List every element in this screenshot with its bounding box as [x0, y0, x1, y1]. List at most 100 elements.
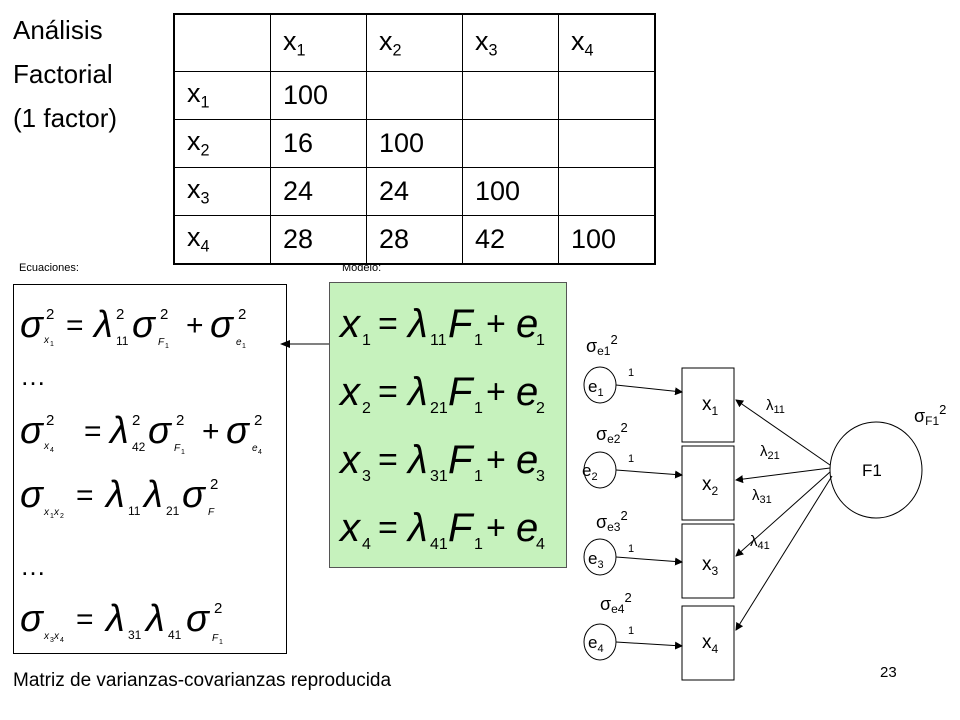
- footer-caption: Matriz de varianzas-covarianzas reproduc…: [13, 670, 392, 691]
- svg-text:x: x: [338, 506, 362, 550]
- matrix-cell: [462, 119, 559, 168]
- svg-text:=: =: [76, 603, 94, 636]
- observed-box-x4: [681, 605, 735, 681]
- matrix-row-header: x2: [173, 119, 271, 168]
- matrix-col-header: x1: [270, 13, 367, 72]
- matrix-cell: 100: [366, 119, 463, 168]
- matrix-row-header: x4: [173, 215, 271, 265]
- matrix-row: x2 16 100: [173, 119, 656, 168]
- svg-text:x: x: [43, 335, 50, 346]
- svg-text:3: 3: [536, 468, 545, 485]
- svg-text:1: 1: [474, 332, 483, 349]
- svg-text:4: 4: [258, 449, 262, 456]
- svg-text:σ: σ: [148, 410, 173, 452]
- matrix-row-header: x1: [173, 71, 271, 120]
- svg-text:+: +: [202, 415, 220, 448]
- svg-text:1: 1: [474, 536, 483, 553]
- factor-circle: [829, 421, 923, 519]
- observed-box-x2: [681, 445, 735, 521]
- svg-text:2: 2: [238, 306, 246, 323]
- svg-text:1: 1: [242, 343, 246, 350]
- matrix-cell: [462, 71, 559, 120]
- matrix-row: x4 28 28 42 100: [173, 215, 656, 265]
- error-variance-label: σe22: [596, 420, 628, 446]
- svg-text:=: =: [76, 479, 94, 512]
- svg-text:42: 42: [132, 440, 146, 454]
- svg-text:11: 11: [128, 504, 141, 518]
- svg-text:+: +: [486, 373, 506, 411]
- svg-text:x: x: [338, 302, 362, 346]
- matrix-corner-cell: [173, 13, 271, 72]
- matrix-cell: 28: [270, 215, 367, 265]
- svg-text:x: x: [338, 438, 362, 482]
- observed-box-x3: [681, 523, 735, 599]
- svg-text:F: F: [174, 443, 181, 454]
- svg-text:2: 2: [46, 306, 54, 323]
- svg-text:1: 1: [474, 400, 483, 417]
- svg-text:21: 21: [166, 504, 180, 518]
- svg-text:F: F: [212, 633, 219, 644]
- svg-text:λ: λ: [92, 304, 113, 346]
- matrix-row-header: x3: [173, 167, 271, 216]
- svg-text:σ: σ: [210, 304, 235, 346]
- svg-text:x: x: [43, 631, 50, 642]
- svg-text:2: 2: [116, 306, 124, 323]
- svg-text:2: 2: [214, 600, 222, 617]
- error-path-1: [615, 384, 683, 396]
- matrix-cell: 24: [366, 167, 463, 216]
- matrix-row: x3 24 24 100: [173, 167, 656, 216]
- svg-text:=: =: [378, 509, 398, 547]
- svg-text:F: F: [448, 302, 475, 346]
- svg-text:1: 1: [474, 468, 483, 485]
- svg-text:2: 2: [254, 412, 262, 429]
- svg-text:σ: σ: [182, 474, 207, 516]
- loading-path-1: [735, 399, 831, 466]
- matrix-header-row: x1 x2 x3 x4: [173, 13, 656, 72]
- svg-text:+: +: [486, 509, 506, 547]
- svg-text:λ: λ: [144, 598, 165, 640]
- svg-text:e: e: [252, 443, 258, 454]
- svg-text:x: x: [53, 507, 60, 518]
- factor-label: F1: [862, 461, 882, 480]
- svg-text:2: 2: [536, 400, 545, 417]
- error-variance-label: σe32: [596, 508, 628, 534]
- svg-text:λ: λ: [406, 370, 428, 414]
- svg-text:4: 4: [60, 637, 64, 644]
- matrix-col-header: x2: [366, 13, 463, 72]
- svg-text:3: 3: [362, 468, 371, 485]
- svg-text:4: 4: [536, 536, 545, 553]
- svg-text:2: 2: [132, 412, 140, 429]
- svg-text:=: =: [66, 309, 84, 342]
- fixed-path-label: 1: [628, 625, 634, 637]
- loading-label: λ21: [760, 443, 780, 462]
- svg-text:3: 3: [50, 637, 54, 644]
- matrix-cell: 28: [366, 215, 463, 265]
- slide-title: Análisis Factorial (1 factor): [13, 8, 117, 140]
- svg-text:F: F: [158, 337, 165, 348]
- svg-text:11: 11: [430, 332, 447, 349]
- title-line-3: (1 factor): [13, 103, 118, 133]
- svg-text:1: 1: [219, 639, 223, 646]
- svg-text:e: e: [516, 438, 538, 482]
- svg-text:11: 11: [116, 334, 129, 348]
- svg-text:σ: σ: [186, 598, 211, 640]
- svg-text:σ: σ: [226, 410, 251, 452]
- loading-path-2: [735, 467, 831, 484]
- matrix-col-header: x4: [558, 13, 656, 72]
- svg-text:1: 1: [50, 341, 54, 348]
- matrix-col-header: x3: [462, 13, 559, 72]
- matrix-cell: 100: [558, 215, 656, 265]
- svg-text:=: =: [84, 415, 102, 448]
- observed-label: x1: [702, 394, 719, 418]
- svg-text:λ: λ: [104, 474, 125, 516]
- svg-text:x: x: [338, 370, 362, 414]
- svg-text:λ: λ: [406, 302, 428, 346]
- error-variance-label: σe12: [586, 332, 618, 358]
- loading-label: λ31: [752, 487, 772, 506]
